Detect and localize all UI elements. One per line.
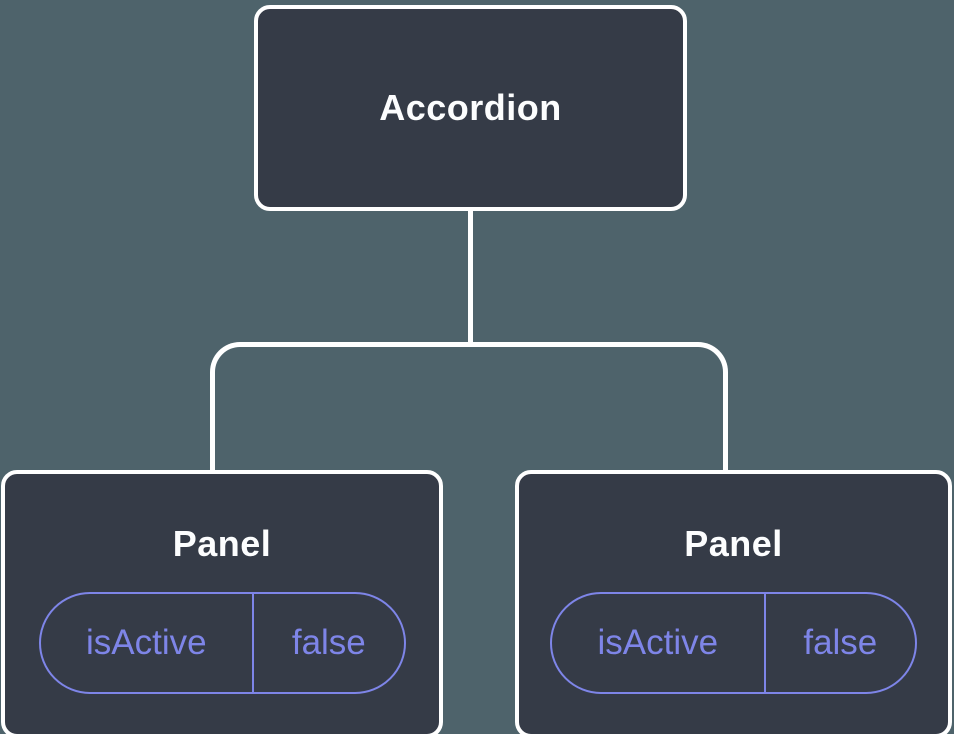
state-pill: isActive false bbox=[550, 592, 917, 694]
state-key: isActive bbox=[552, 594, 766, 692]
state-value: false bbox=[291, 623, 366, 662]
component-node-panel-1: Panel isActive false bbox=[1, 470, 443, 734]
state-value: false bbox=[803, 623, 878, 662]
panel-node-label: Panel bbox=[684, 523, 783, 564]
component-node-accordion: Accordion bbox=[254, 5, 687, 211]
component-node-panel-2: Panel isActive false bbox=[515, 470, 952, 734]
root-connector-line bbox=[468, 209, 473, 345]
state-pill: isActive false bbox=[38, 592, 406, 694]
branch-connector-bracket bbox=[210, 342, 728, 474]
accordion-node-label: Accordion bbox=[379, 87, 562, 128]
state-key: isActive bbox=[41, 594, 255, 692]
panel-node-label: Panel bbox=[172, 523, 272, 564]
